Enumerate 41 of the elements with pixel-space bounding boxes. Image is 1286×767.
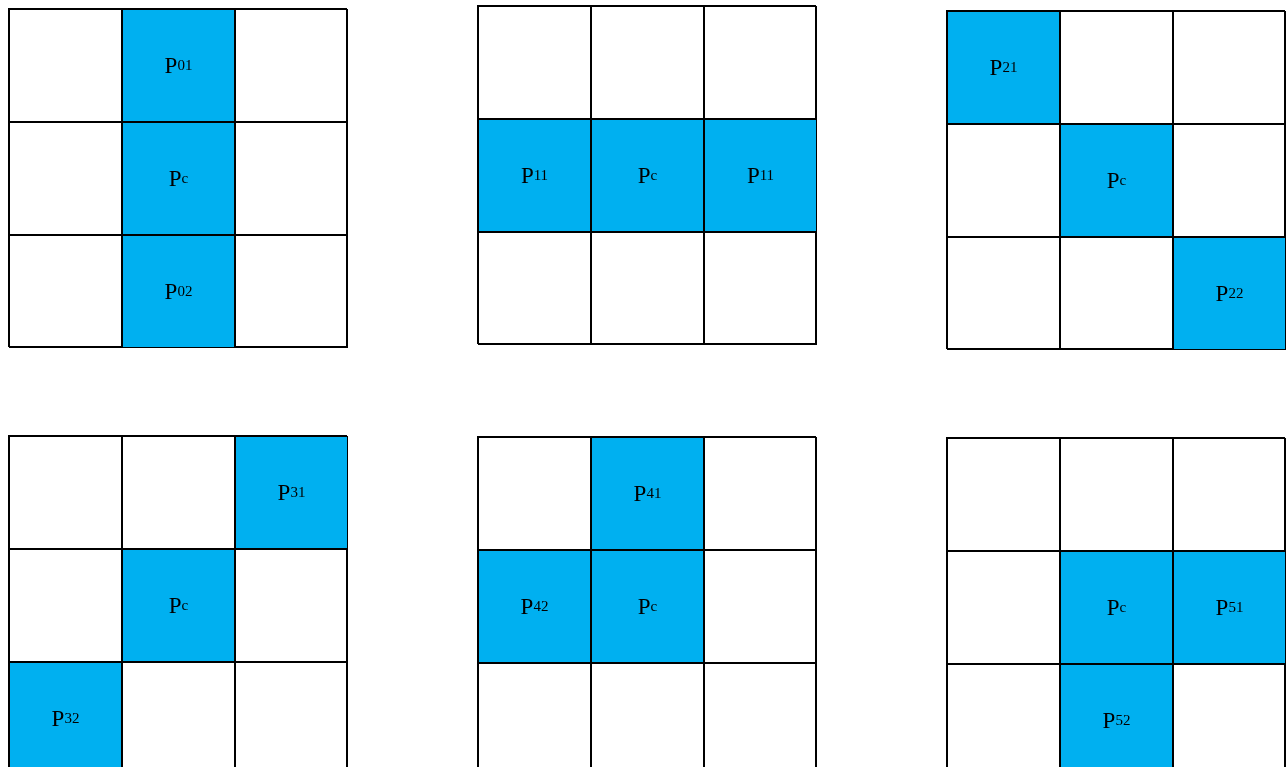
grid-cell [478, 437, 591, 550]
grid-cell [1060, 11, 1173, 124]
grid-cell [478, 232, 591, 345]
grid-cell [235, 122, 348, 235]
grid-cell [122, 436, 235, 549]
grid-cell [9, 549, 122, 662]
grid-cell [591, 663, 704, 767]
grid-cell [591, 232, 704, 345]
grid-cell [235, 549, 348, 662]
grid-frame [477, 5, 816, 344]
grid-cell [591, 6, 704, 119]
grid-frame [946, 10, 1285, 349]
grid-cell [235, 9, 348, 122]
grid-cell [9, 436, 122, 549]
grid-cell [947, 551, 1060, 664]
grid-cell [947, 124, 1060, 237]
grid-cell [9, 9, 122, 122]
grid-cell [704, 550, 817, 663]
grid-frame [946, 437, 1285, 767]
grid-cell [947, 237, 1060, 350]
grid-cell [704, 6, 817, 119]
grid-cell [1060, 237, 1173, 350]
grid-frame [477, 436, 816, 767]
grid-cell [1173, 124, 1286, 237]
grid-cell [704, 437, 817, 550]
grid-cell [1060, 438, 1173, 551]
grid-cell [9, 235, 122, 348]
grid-cell [1173, 11, 1286, 124]
grid-cell [1173, 438, 1286, 551]
grid-cell [704, 663, 817, 767]
grid-frame [8, 435, 347, 767]
grid-cell [1173, 664, 1286, 767]
grid-frame [8, 8, 347, 347]
grid-cell [704, 232, 817, 345]
grid-cell [9, 122, 122, 235]
grid-cell [947, 438, 1060, 551]
grid-cell [235, 662, 348, 767]
grid-cell [235, 235, 348, 348]
grid-cell [122, 662, 235, 767]
grid-cell [478, 663, 591, 767]
grid-cell [478, 6, 591, 119]
